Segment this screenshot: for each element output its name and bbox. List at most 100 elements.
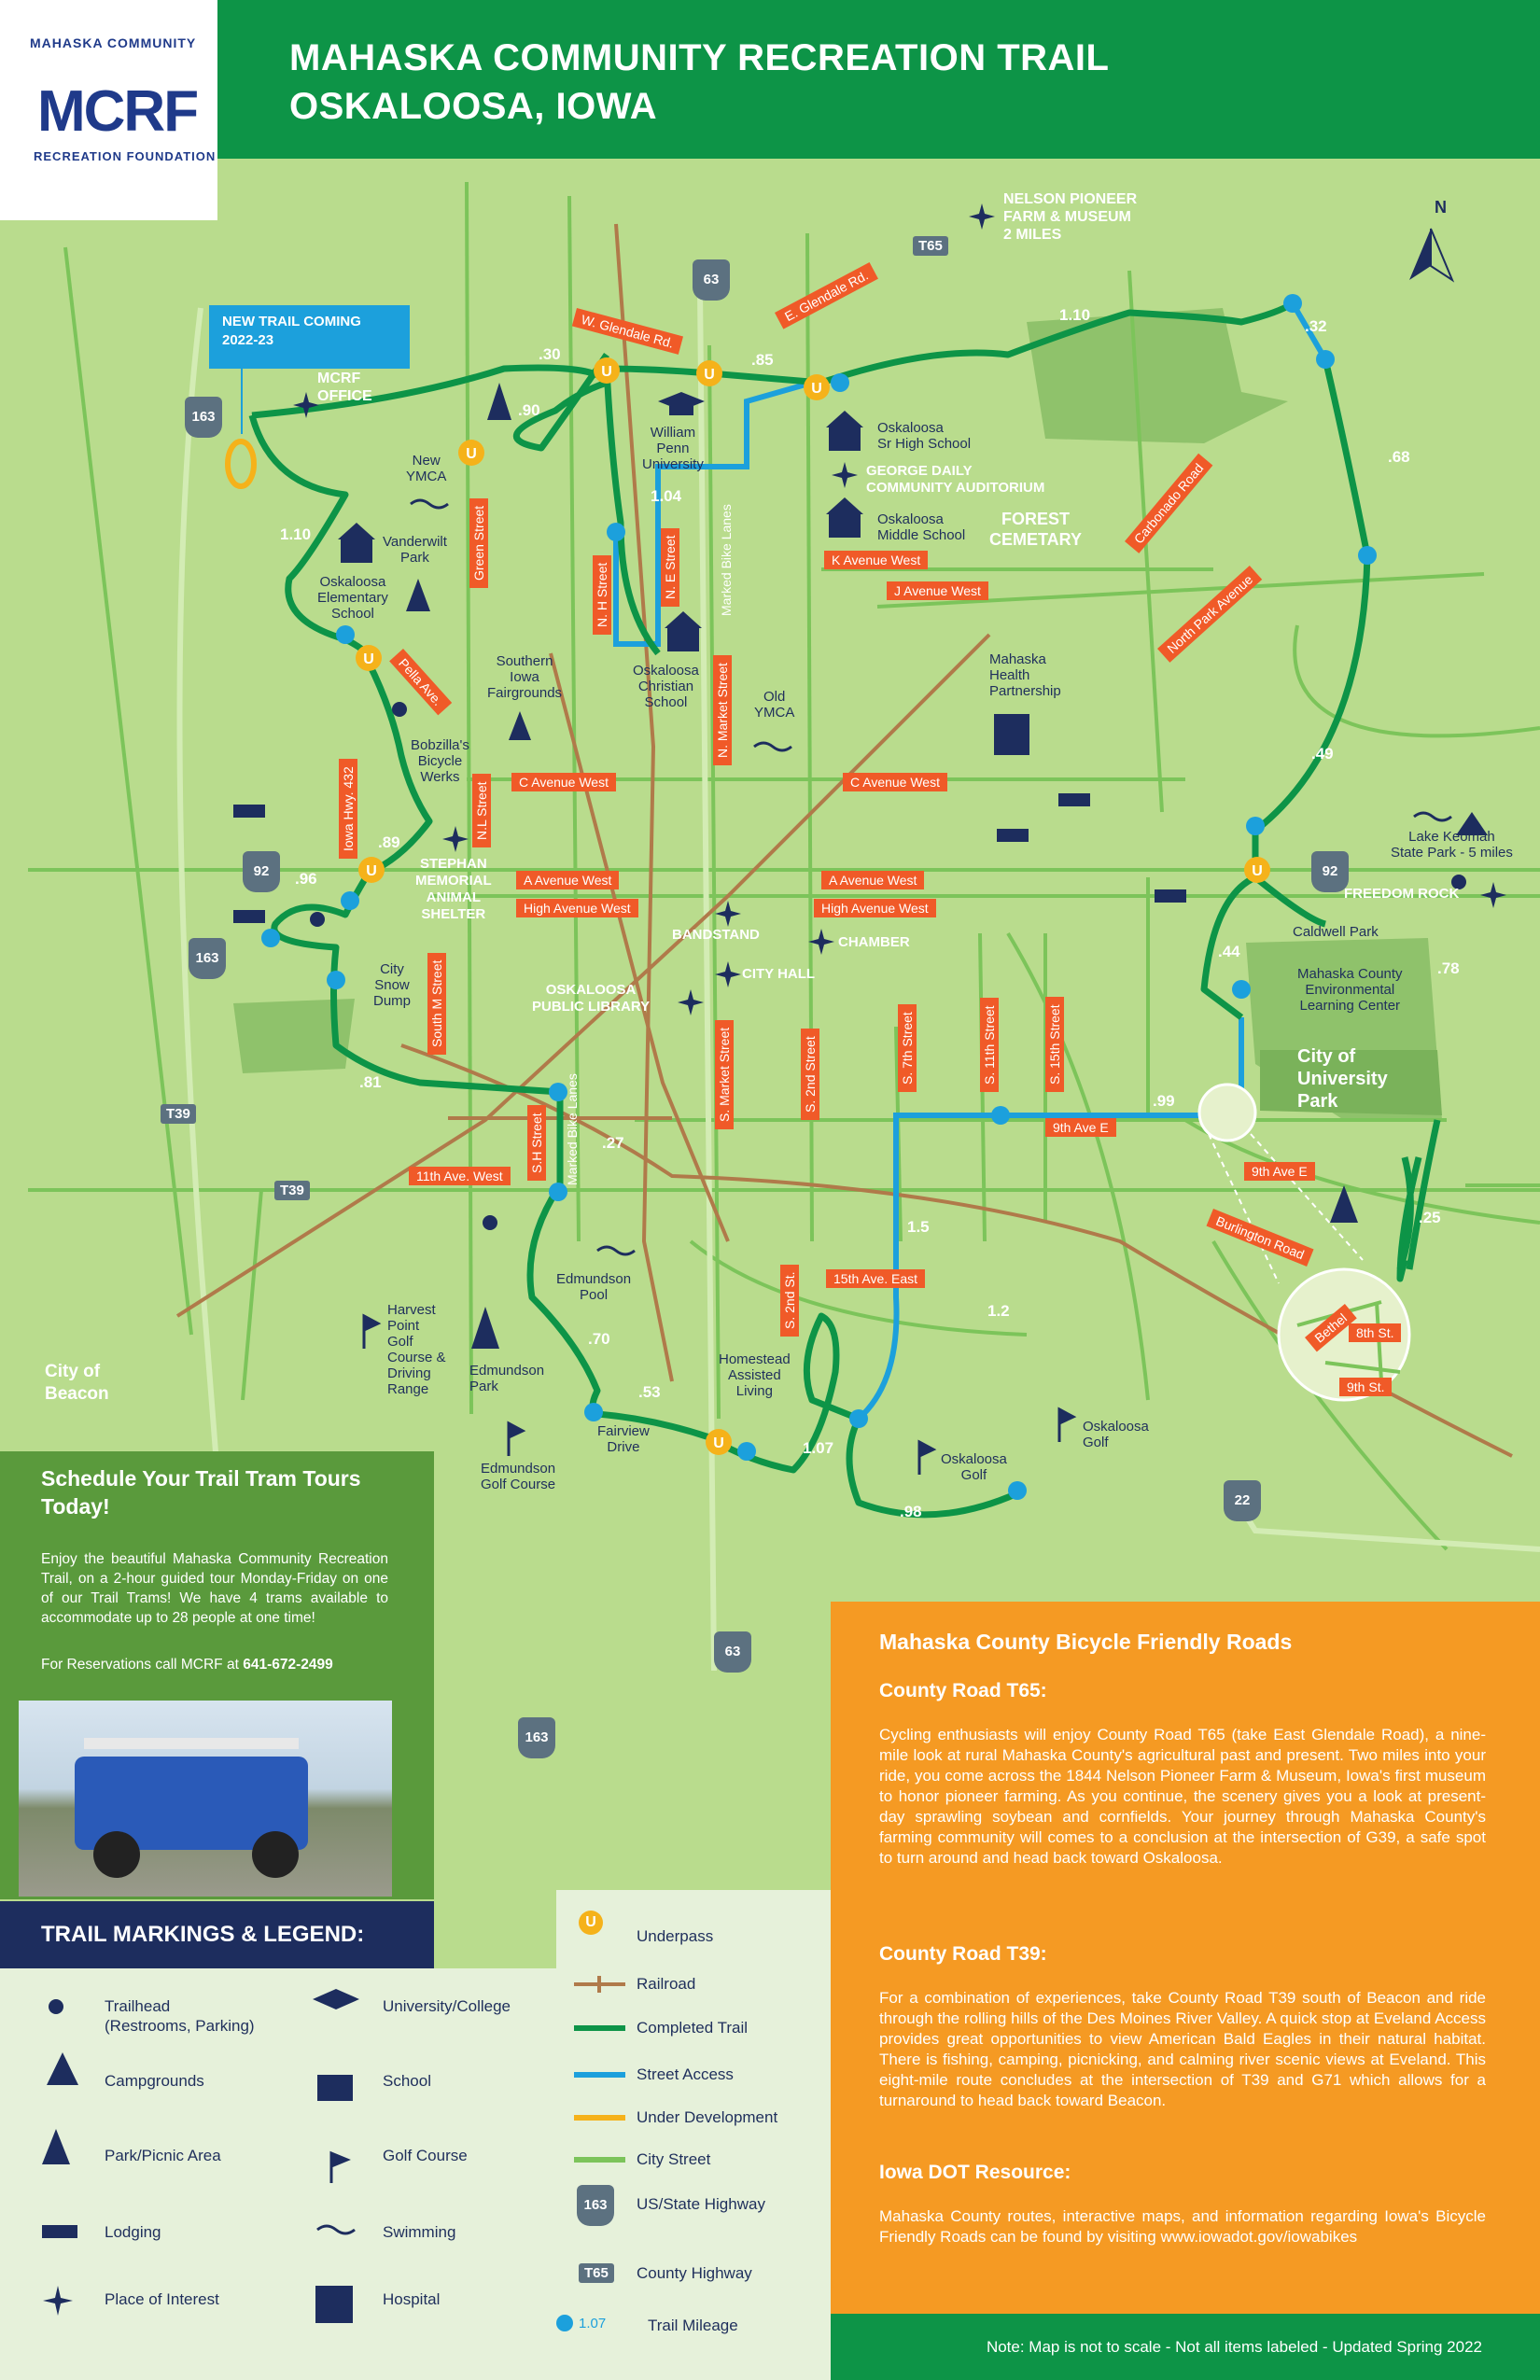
legend-title: TRAIL MARKINGS & LEGEND: <box>0 1901 434 1968</box>
reservations-phone[interactable]: 641-672-2499 <box>243 1657 333 1673</box>
svg-text:U: U <box>363 651 374 667</box>
legend-trailhead: Trailhead (Restrooms, Parking) <box>105 1997 255 2035</box>
univ-park-label: City of University Park <box>1297 1046 1388 1112</box>
svg-text:U: U <box>466 446 477 462</box>
univ-park-marker <box>1197 1083 1257 1142</box>
dot-body: Mahaska County routes, interactive maps,… <box>879 2207 1486 2246</box>
mileage-label: 1.10 <box>1059 306 1091 324</box>
legend-school: School <box>383 2072 431 2090</box>
county-road-sign: T39 <box>274 1181 310 1200</box>
mileage-label: .70 <box>588 1330 610 1348</box>
logo-top-text: MAHASKA COMMUNITY <box>30 35 197 50</box>
mileage-label: .44 <box>1218 943 1240 960</box>
park-icon <box>42 2129 70 2164</box>
street-label: N.L Street <box>472 774 491 847</box>
street-label: 9th St. <box>1339 1378 1393 1396</box>
street-label: A Avenue West <box>821 871 925 889</box>
campground-icon <box>47 2052 78 2085</box>
interest-icon <box>715 961 741 987</box>
legend-panel: U 163 T65 1.07 Trailhead (Restrooms, Par… <box>0 1911 831 2380</box>
park-icon <box>1330 1185 1358 1223</box>
legend-completed: Completed Trail <box>637 2019 749 2037</box>
svg-text:U: U <box>811 381 822 397</box>
legend-symbols <box>42 1976 625 2331</box>
highway-shield: 22 <box>1224 1480 1261 1521</box>
reservations-text: For Reservations call MCRF at <box>41 1657 244 1673</box>
health-label: Mahaska Health Partnership <box>989 651 1061 699</box>
street-label: C Avenue West <box>843 773 947 791</box>
chamber-label: CHAMBER <box>838 934 910 950</box>
header-bar <box>217 0 1540 159</box>
park-icon <box>487 383 511 420</box>
mileage-label: 1.5 <box>907 1218 930 1236</box>
mileage-label: .85 <box>751 351 774 369</box>
mileage-label: .49 <box>1311 745 1334 763</box>
interest-icon <box>969 203 995 230</box>
interest-icon <box>678 989 704 1015</box>
mileage-label: 1.2 <box>987 1302 1010 1320</box>
county-road-sign: T39 <box>161 1104 196 1124</box>
t65-title: County Road T65: <box>879 1680 1047 1701</box>
mileage-label: .98 <box>900 1503 922 1520</box>
street-label: Marked Bike Lanes <box>719 504 734 616</box>
legend-swimming: Swimming <box>383 2223 456 2241</box>
trailhead-icon <box>483 1215 497 1230</box>
edmundson-pool-label: Edmundson Pool <box>556 1271 632 1303</box>
golf-icon <box>329 2150 351 2183</box>
title-line-1: MAHASKA COMMUNITY RECREATION TRAIL <box>289 37 1110 78</box>
legend-mile-sample: 1.07 <box>579 2316 607 2331</box>
legend-underpass: Underpass <box>637 1927 714 1945</box>
highway-shield: 163 <box>518 1717 555 1758</box>
mileage-dots <box>261 294 1377 1500</box>
sr-high-label: Oskaloosa Sr High School <box>877 420 972 452</box>
snow-dump-label: City Snow Dump <box>373 961 412 1009</box>
legend-park: Park/Picnic Area <box>105 2147 221 2164</box>
elementary-label: Oskaloosa Elementary School <box>317 574 388 622</box>
mileage-label: .68 <box>1388 448 1410 466</box>
bike-roads-title: Mahaska County Bicycle Friendly Roads <box>879 1630 1293 1654</box>
street-label: South M Street <box>427 952 446 1055</box>
legend-golf: Golf Course <box>383 2147 468 2164</box>
new-trail-callout: NEW TRAIL COMING 2022-23 <box>209 305 410 369</box>
trailhead-icon <box>310 912 325 927</box>
lodging-icon <box>42 2225 77 2238</box>
lodging-icon <box>1155 889 1186 903</box>
logo-text: MCRF <box>37 79 199 144</box>
library-label: OSKALOOSA PUBLIC LIBRARY <box>532 982 651 1015</box>
svg-text:U: U <box>366 863 377 879</box>
trailhead-icon <box>1451 875 1466 889</box>
street-label: J Avenue West <box>887 581 988 600</box>
christian-school-label: Oskaloosa Christian School <box>633 663 699 710</box>
street-label: Marked Bike Lanes <box>565 1073 580 1185</box>
highway-shield: 63 <box>693 259 730 301</box>
interest-icon <box>442 826 469 852</box>
bike-roads-panel: Mahaska County Bicycle Friendly Roads Co… <box>831 1602 1540 2314</box>
caldwell-label: Caldwell Park <box>1293 924 1379 940</box>
mileage-label: .30 <box>539 345 561 363</box>
callout-pointer <box>241 369 243 434</box>
mileage-label: 1.04 <box>651 487 682 505</box>
bandstand-label: BANDSTAND <box>672 927 760 943</box>
map-note: Note: Map is not to scale - Not all item… <box>831 2314 1540 2380</box>
under-development-trail <box>225 439 257 489</box>
lodging-icon <box>233 805 265 818</box>
lake-keomah-label: Lake Keomah State Park - 5 miles <box>1391 829 1513 861</box>
street-label: High Avenue West <box>516 899 638 917</box>
legend-street-access: Street Access <box>637 2065 734 2083</box>
legend-campgrounds: Campgrounds <box>105 2072 204 2090</box>
auditorium-label: GEORGE DAILY COMMUNITY AUDITORIUM <box>866 463 1045 496</box>
school-icon <box>317 2075 353 2101</box>
osk-golf-label-2: Oskaloosa Golf <box>1083 1419 1149 1450</box>
middle-school-label: Oskaloosa Middle School <box>877 511 966 543</box>
schedule-body: Enjoy the beautiful Mahaska Community Re… <box>41 1551 388 1626</box>
interest-icon <box>293 392 319 418</box>
trail-mileage-swatch <box>556 2315 573 2331</box>
swimming-icon <box>1413 811 1452 822</box>
mileage-label: .53 <box>638 1383 661 1401</box>
legend-county-sample: T65 <box>579 2263 614 2283</box>
interest-icon <box>715 901 741 927</box>
mileage-label: 1.07 <box>803 1439 834 1457</box>
map-icons <box>233 203 1506 1475</box>
t65-body: Cycling enthusiasts will enjoy County Ro… <box>879 1726 1486 1867</box>
swimming-icon <box>410 498 449 510</box>
